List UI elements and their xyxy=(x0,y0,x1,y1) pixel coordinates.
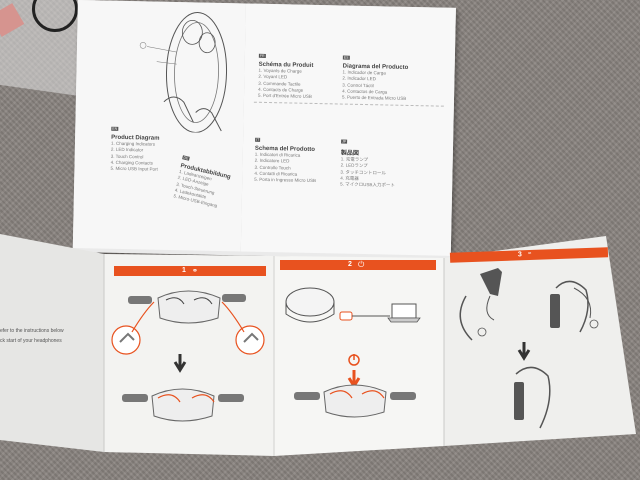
lang-badge: ES xyxy=(342,55,350,60)
quick-start-foldout: efer to the instructions below ck start … xyxy=(0,234,640,460)
headphones-icon: ⚭ xyxy=(192,268,198,275)
step-number: 1 xyxy=(182,267,186,274)
step-2-bar: 2 ⏻ xyxy=(280,260,436,270)
lang-badge: JP xyxy=(341,139,348,144)
booklet-section-jp: JP 製品図 1. 充電ランプ 2. LEDランプ 3. タッチコントロール 4… xyxy=(340,130,396,190)
item: 5. マイクロUSB入力ポート xyxy=(340,181,395,188)
lang-badge: IT xyxy=(255,137,261,142)
booklet-section-de: DE Produktabbildung 1. Ladeanzeigen 2. L… xyxy=(173,146,236,212)
booklet-section-es: ES Diagrama del Producto 1. Indicador de… xyxy=(342,46,409,103)
item: 5. Porta in Ingresso Micro USB xyxy=(254,176,317,184)
booklet-left-page: EN Product Diagram 1. Charging Indicator… xyxy=(72,0,247,252)
cable xyxy=(32,0,78,32)
earbud-diagram xyxy=(139,12,228,133)
step-2-illustration xyxy=(285,287,421,418)
manual-booklet: EN Product Diagram 1. Charging Indicator… xyxy=(72,0,456,260)
item: 5. Puerto de Entrada Micro USB xyxy=(341,94,407,102)
intro-line-1: efer to the instructions below xyxy=(0,328,64,334)
lang-badge: EN xyxy=(111,126,119,131)
power-icon: ⏻ xyxy=(358,260,365,269)
booklet-section-it: IT Schema del Prodotto 1. Indicatori di … xyxy=(254,128,317,185)
booklet-section-fr: FR Schéma du Produit 1. Voyants de Charg… xyxy=(258,44,314,101)
booklet-section-en: EN Product Diagram 1. Charging Indicator… xyxy=(110,117,160,173)
step-number: 2 xyxy=(348,261,352,268)
lang-badge: FR xyxy=(258,53,266,58)
item: 5. Port d'Entrée Micro USB xyxy=(257,92,312,100)
step-1-illustration xyxy=(111,290,265,422)
item: 5. Micro USB Input Port xyxy=(110,165,158,172)
booklet-right-page: FR Schéma du Produit 1. Voyants de Charg… xyxy=(240,3,456,256)
step-number: 3 xyxy=(517,251,523,259)
divider xyxy=(253,101,444,107)
intro-line-2: ck start of your headphones xyxy=(0,338,62,344)
wave-icon: ≈ xyxy=(527,250,532,258)
lang-badge: DE xyxy=(182,155,190,161)
step-3-illustration xyxy=(459,268,599,429)
step-1-bar: 1 ⚭ xyxy=(114,266,266,276)
